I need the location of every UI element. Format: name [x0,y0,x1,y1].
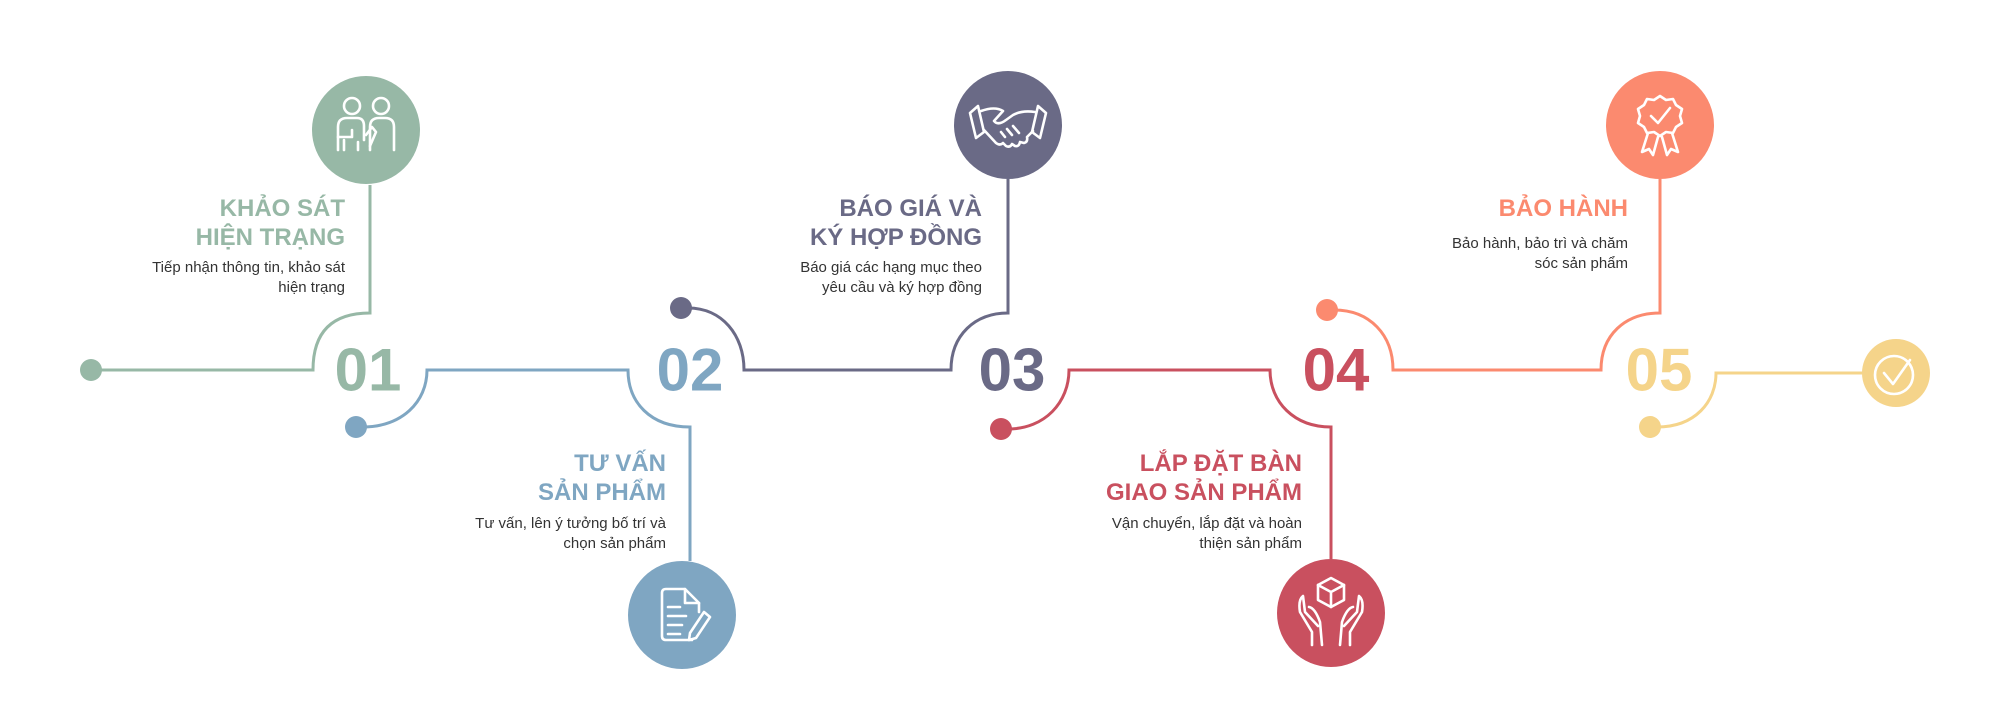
award-badge-icon [1636,94,1684,157]
step-2-start-dot [345,416,367,438]
step-5-title-line-1: BẢO HÀNH [1499,193,1628,222]
step-4-title-line-2: GIAO SẢN PHẨM [1106,477,1302,506]
handshake-icon [968,104,1048,148]
step-5-connector [1333,179,1662,372]
step-1-icon-circle [312,76,420,184]
step-3-desc-line-2: yêu cầu và ký hợp đồng [822,279,982,296]
step-3-title-line-1: BÁO GIÁ VÀ [839,194,982,222]
step-5-desc-line-2: sóc sản phẩm [1535,255,1628,272]
step-1-desc-line-2: hiện trạng [278,279,345,296]
timeline-end [1639,339,1930,438]
consultation-people-icon [336,96,396,152]
step-2-connector [361,368,692,561]
step-1: 01 KHẢO SÁT HIỆN TRẠNG Tiếp nhận thông t… [80,76,420,404]
step-4-desc-line-1: Vận chuyển, lắp đặt và hoàn [1112,515,1302,532]
step-4-desc-line-2: thiện sản phẩm [1199,535,1302,552]
step-5-icon-circle [1606,71,1714,179]
step-3: 03 BÁO GIÁ VÀ KÝ HỢP ĐỒNG Báo giá các hạ… [670,71,1062,404]
step-4-icon-circle [1277,559,1385,667]
step-4-connector [1007,368,1333,559]
check-circle-icon [1873,354,1915,396]
step-5: 05 BẢO HÀNH Bảo hành, bảo trì và chăm só… [1316,71,1714,404]
step-1-title-line-1: KHẢO SÁT [220,193,346,222]
step-1-title-line-2: HIỆN TRẠNG [196,223,345,251]
step-3-number: 03 [979,337,1046,404]
document-pen-icon [660,587,712,642]
step-1-connector [100,185,372,372]
step-4-start-dot [990,418,1012,440]
step-4: 04 LẮP ĐẶT BÀN GIAO SẢN PHẨM Vận chuyển,… [990,337,1385,667]
step-2-desc-line-1: Tư vấn, lên ý tưởng bố trí và [475,515,666,532]
step-2-desc-line-2: chọn sản phẩm [563,535,666,552]
step-5-start-dot [1316,299,1338,321]
step-4-number: 04 [1303,337,1370,404]
step-3-desc-line-1: Báo giá các hạng mục theo [800,259,982,276]
step-2-number: 02 [657,337,724,404]
step-1-number: 01 [335,337,402,404]
step-1-desc-line-1: Tiếp nhận thông tin, khảo sát [152,259,346,276]
step-2: 02 TƯ VẤN SẢN PHẨM Tư vấn, lên ý tưởng b… [345,337,736,669]
step-2-title-line-2: SẢN PHẨM [538,477,666,506]
step-3-start-dot [670,297,692,319]
step-3-connector [687,179,1010,372]
step-5-number: 05 [1626,337,1693,404]
step-3-title-line-2: KÝ HỢP ĐỒNG [810,223,982,251]
step-3-icon-circle [954,71,1062,179]
hands-box-icon [1298,576,1364,647]
step-2-title-line-1: TƯ VẤN [574,449,666,477]
step-1-start-dot [80,359,102,381]
step-4-title-line-1: LẮP ĐẶT BÀN [1140,449,1302,477]
end-start-dot [1639,416,1661,438]
step-5-desc-line-1: Bảo hành, bảo trì và chăm [1452,235,1628,252]
end-check-circle [1862,339,1930,407]
end-connector [1656,371,1864,429]
